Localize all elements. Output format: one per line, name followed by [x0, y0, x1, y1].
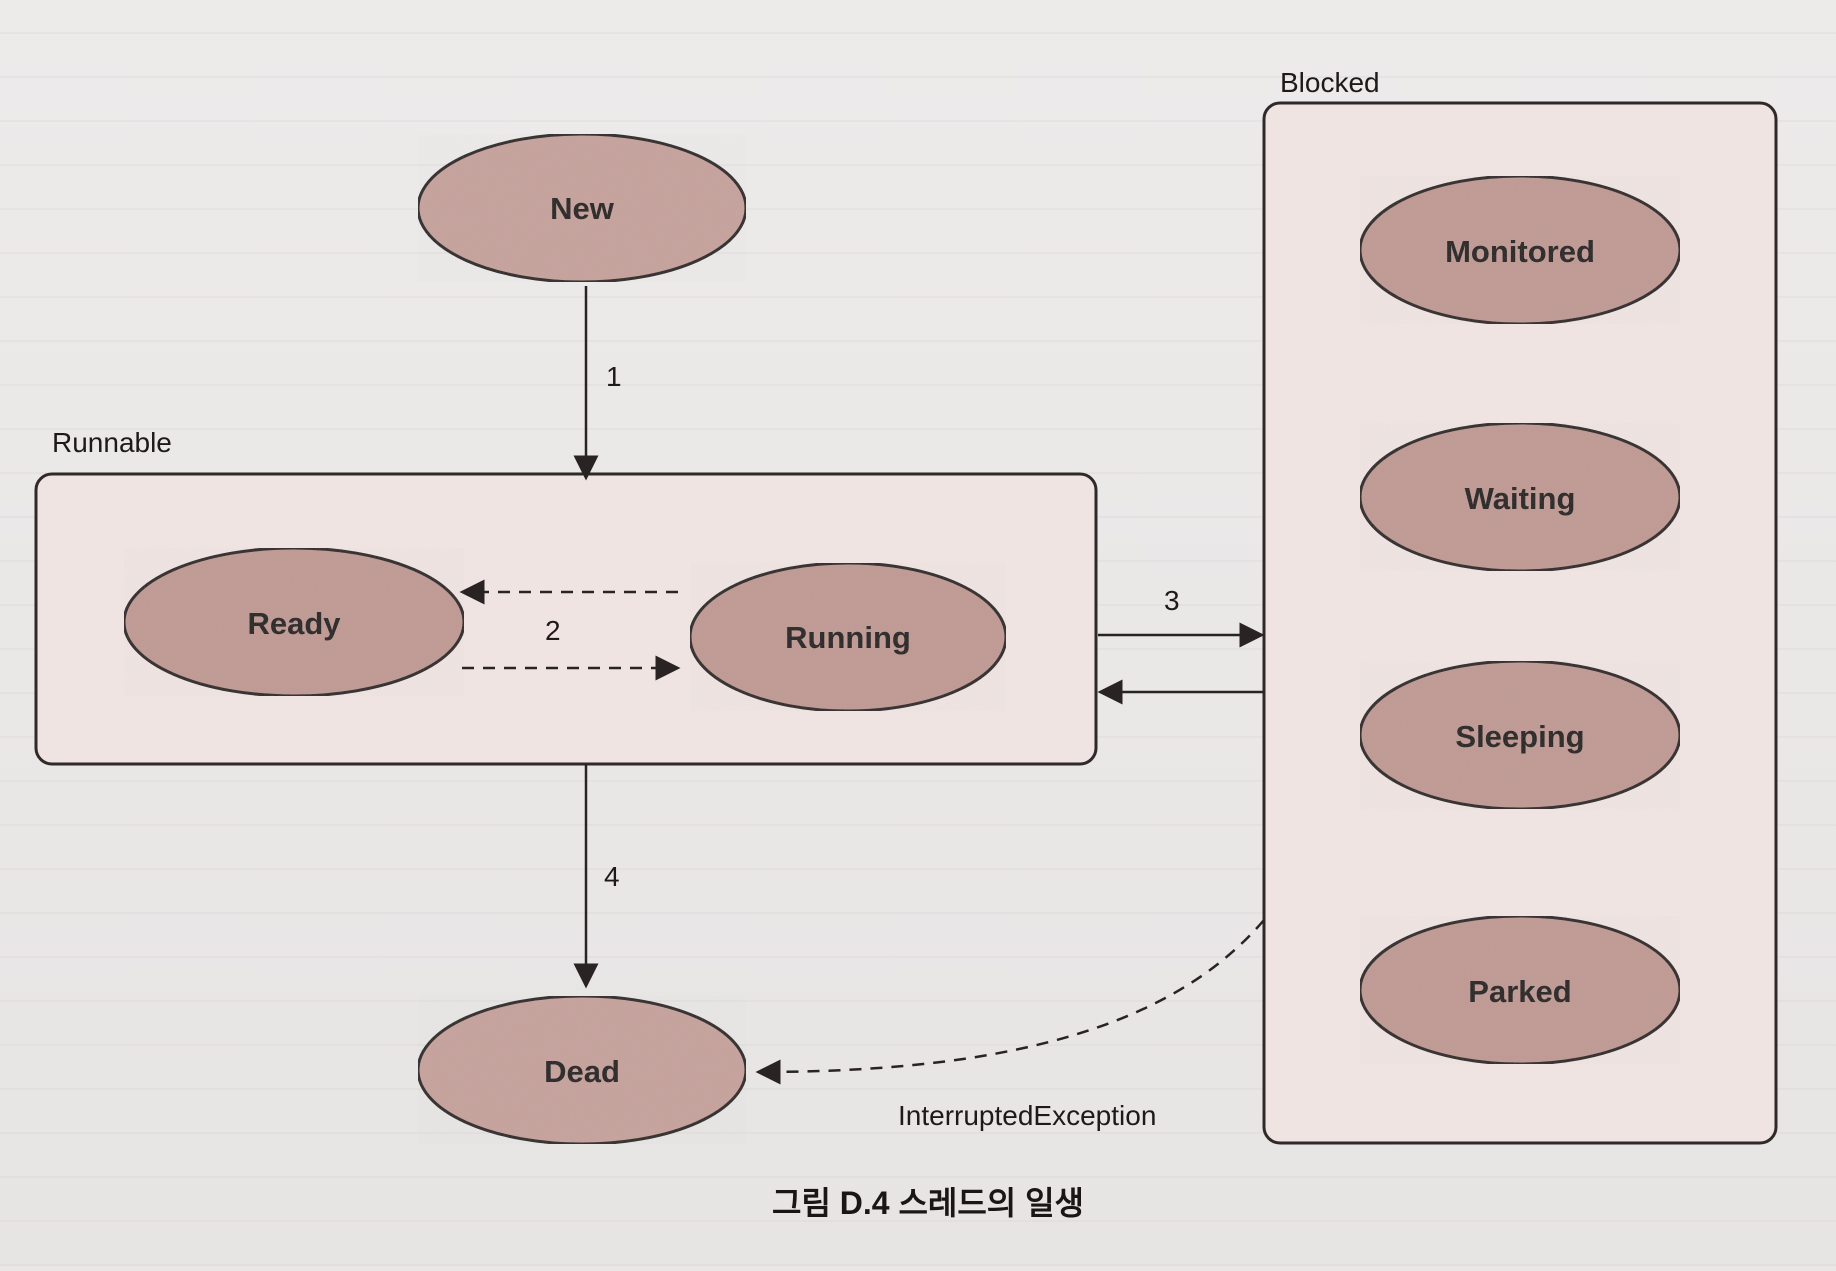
state-parked: Parked — [1358, 914, 1682, 1066]
state-new: New — [416, 132, 748, 284]
runnable-label: Runnable — [52, 427, 172, 458]
state-waiting: Waiting — [1358, 421, 1682, 573]
figure-caption: 그림 D.4 스레드의 일생 — [772, 1185, 1084, 1221]
state-running-label: Running — [785, 620, 911, 655]
state-dead-label: Dead — [544, 1054, 620, 1089]
state-ready-label: Ready — [247, 606, 341, 641]
transition-1-label: 1 — [606, 361, 622, 392]
transition-1: 1 — [573, 286, 622, 481]
state-parked-label: Parked — [1468, 974, 1571, 1009]
state-ready: Ready — [122, 546, 466, 698]
blocked-label: Blocked — [1280, 67, 1380, 98]
blocked-group: Blocked — [1262, 67, 1778, 1145]
state-dead: Dead — [416, 994, 748, 1146]
interrupted-exception-transition: InterruptedException — [755, 919, 1265, 1131]
transition-2-label: 2 — [545, 615, 561, 646]
state-sleeping: Sleeping — [1358, 659, 1682, 811]
transition-2: 2 — [459, 579, 681, 681]
state-monitored: Monitored — [1358, 174, 1682, 326]
state-running: Running — [688, 561, 1008, 713]
transition-4: 4 — [573, 764, 620, 989]
state-waiting-label: Waiting — [1465, 481, 1576, 516]
transition-4-label: 4 — [604, 861, 620, 892]
state-new-label: New — [550, 191, 615, 226]
transition-3-label: 3 — [1164, 585, 1180, 616]
interrupted-exception-label: InterruptedException — [898, 1100, 1156, 1131]
transition-3: 3 — [1097, 585, 1265, 705]
state-monitored-label: Monitored — [1445, 234, 1595, 269]
state-sleeping-label: Sleeping — [1455, 719, 1584, 754]
